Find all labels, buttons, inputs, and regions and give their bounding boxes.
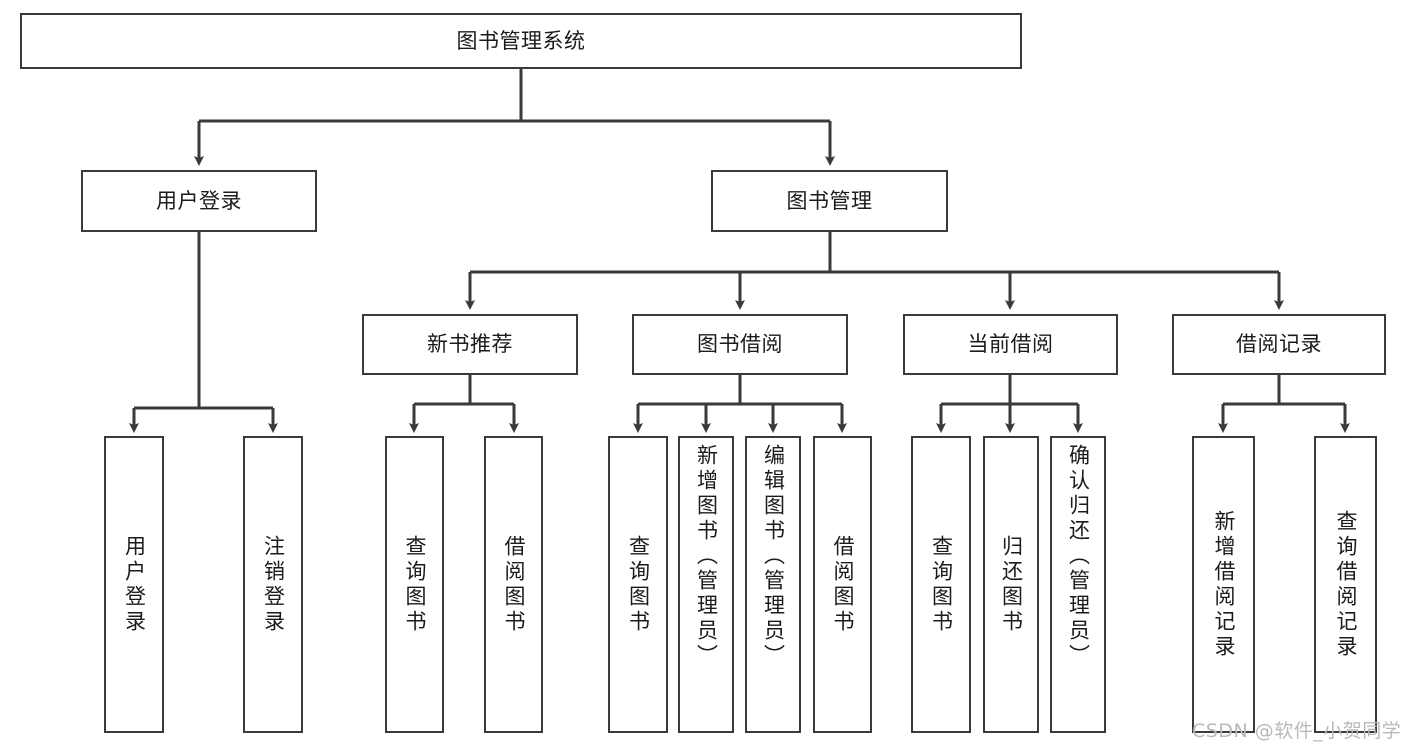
leaf-query-book-current-label: 查询图书 [929, 534, 954, 635]
leaf-confirm-return-admin-label: 确认归还（管理员） [1066, 444, 1091, 669]
leaf-return-book[interactable]: 归还图书 [983, 436, 1039, 733]
leaf-confirm-return-admin[interactable]: 确认归还（管理员） [1050, 436, 1106, 733]
leaf-query-book-current[interactable]: 查询图书 [911, 436, 971, 733]
leaf-borrow-book-borrow-label: 借阅图书 [831, 534, 855, 635]
node-root-label: 图书管理系统 [456, 28, 586, 53]
node-root[interactable]: 图书管理系统 [20, 13, 1022, 69]
leaf-logout[interactable]: 注销登录 [243, 436, 303, 733]
node-borrow-record[interactable]: 借阅记录 [1172, 314, 1386, 375]
node-current-borrow-label: 当前借阅 [967, 332, 1054, 357]
leaf-query-borrow-record[interactable]: 查询借阅记录 [1314, 436, 1377, 733]
leaf-user-login-label: 用户登录 [122, 534, 147, 635]
leaf-user-login[interactable]: 用户登录 [104, 436, 164, 733]
leaf-return-book-label: 归还图书 [999, 534, 1024, 635]
leaf-query-book-recommend[interactable]: 查询图书 [385, 436, 444, 733]
node-book-management[interactable]: 图书管理 [711, 170, 948, 232]
leaf-query-book-borrow[interactable]: 查询图书 [608, 436, 668, 733]
leaf-add-borrow-record-label: 新增借阅记录 [1212, 509, 1236, 660]
leaf-borrow-book-recommend-label: 借阅图书 [502, 534, 526, 635]
leaf-logout-label: 注销登录 [261, 534, 286, 635]
node-new-book-recommend[interactable]: 新书推荐 [362, 314, 578, 375]
leaf-query-book-recommend-label: 查询图书 [403, 534, 427, 635]
node-user-login-label: 用户登录 [156, 188, 242, 213]
leaf-add-borrow-record[interactable]: 新增借阅记录 [1192, 436, 1255, 733]
csdn-watermark: CSDN @软件_小贺同学 [1192, 720, 1402, 742]
leaf-borrow-book-recommend[interactable]: 借阅图书 [484, 436, 543, 733]
node-book-borrow[interactable]: 图书借阅 [632, 314, 848, 375]
node-user-login[interactable]: 用户登录 [81, 170, 317, 232]
leaf-add-book-admin[interactable]: 新增图书（管理员） [678, 436, 734, 733]
leaf-edit-book-admin[interactable]: 编辑图书（管理员） [745, 436, 801, 733]
leaf-add-book-admin-label: 新增图书（管理员） [694, 444, 719, 669]
node-borrow-record-label: 借阅记录 [1236, 332, 1322, 357]
leaf-edit-book-admin-label: 编辑图书（管理员） [761, 444, 786, 669]
node-book-borrow-label: 图书借阅 [697, 332, 783, 357]
leaf-borrow-book-borrow[interactable]: 借阅图书 [813, 436, 872, 733]
node-book-management-label: 图书管理 [786, 188, 873, 213]
leaf-query-borrow-record-label: 查询借阅记录 [1334, 509, 1358, 660]
node-new-book-recommend-label: 新书推荐 [427, 332, 513, 357]
node-current-borrow[interactable]: 当前借阅 [903, 314, 1118, 375]
leaf-query-book-borrow-label: 查询图书 [626, 534, 651, 635]
